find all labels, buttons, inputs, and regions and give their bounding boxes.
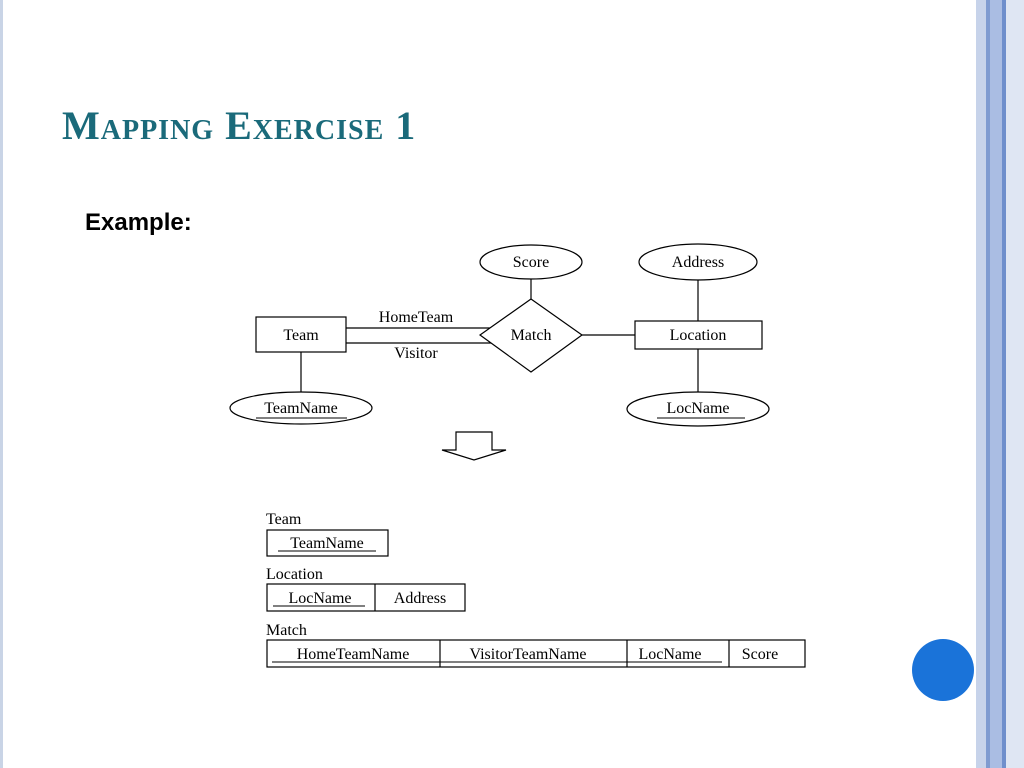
attribute-address-ellipse [638, 243, 758, 281]
relation-team-name: Team [266, 511, 302, 528]
match-col-hometeamname: HomeTeamName [297, 646, 410, 663]
match-col-locname: LocName [638, 646, 701, 663]
left-border-rule [0, 0, 3, 768]
entity-team-label: Team [283, 327, 319, 344]
relation-location-name: Location [266, 566, 323, 583]
relationship-match-diamond [478, 298, 584, 373]
down-arrow-icon [441, 431, 507, 461]
attribute-locname-label: LocName [666, 400, 729, 417]
entity-location-label: Location [670, 327, 727, 344]
stripe [976, 0, 986, 768]
team-col-teamname: TeamName [290, 535, 364, 552]
slide-title: Mapping Exercise 1 [62, 103, 417, 148]
stripe [1002, 0, 1006, 768]
attribute-address-label: Address [672, 254, 724, 271]
example-label: Example: [85, 209, 192, 236]
relation-team-table [266, 529, 389, 557]
stripe [990, 0, 1002, 768]
entity-team-box [255, 316, 347, 353]
slide-accent-dot [912, 639, 974, 701]
relationship-match-label: Match [511, 327, 552, 344]
attribute-teamname-ellipse [229, 391, 373, 425]
attribute-teamname-label: TeamName [264, 400, 338, 417]
location-col-locname: LocName [288, 590, 351, 607]
role-visitor-label: Visitor [394, 345, 438, 362]
stripe [1006, 0, 1024, 768]
relation-match-name: Match [266, 622, 307, 639]
match-col-visitorteamname: VisitorTeamName [470, 646, 587, 663]
location-col-address: Address [394, 590, 446, 607]
attribute-score-label: Score [513, 254, 549, 271]
right-decorative-stripes [976, 0, 1024, 768]
entity-location-box [634, 320, 763, 350]
stripe [986, 0, 990, 768]
role-hometeam-label: HomeTeam [379, 309, 454, 326]
match-col-score: Score [742, 646, 778, 663]
attribute-score-ellipse [479, 244, 583, 280]
